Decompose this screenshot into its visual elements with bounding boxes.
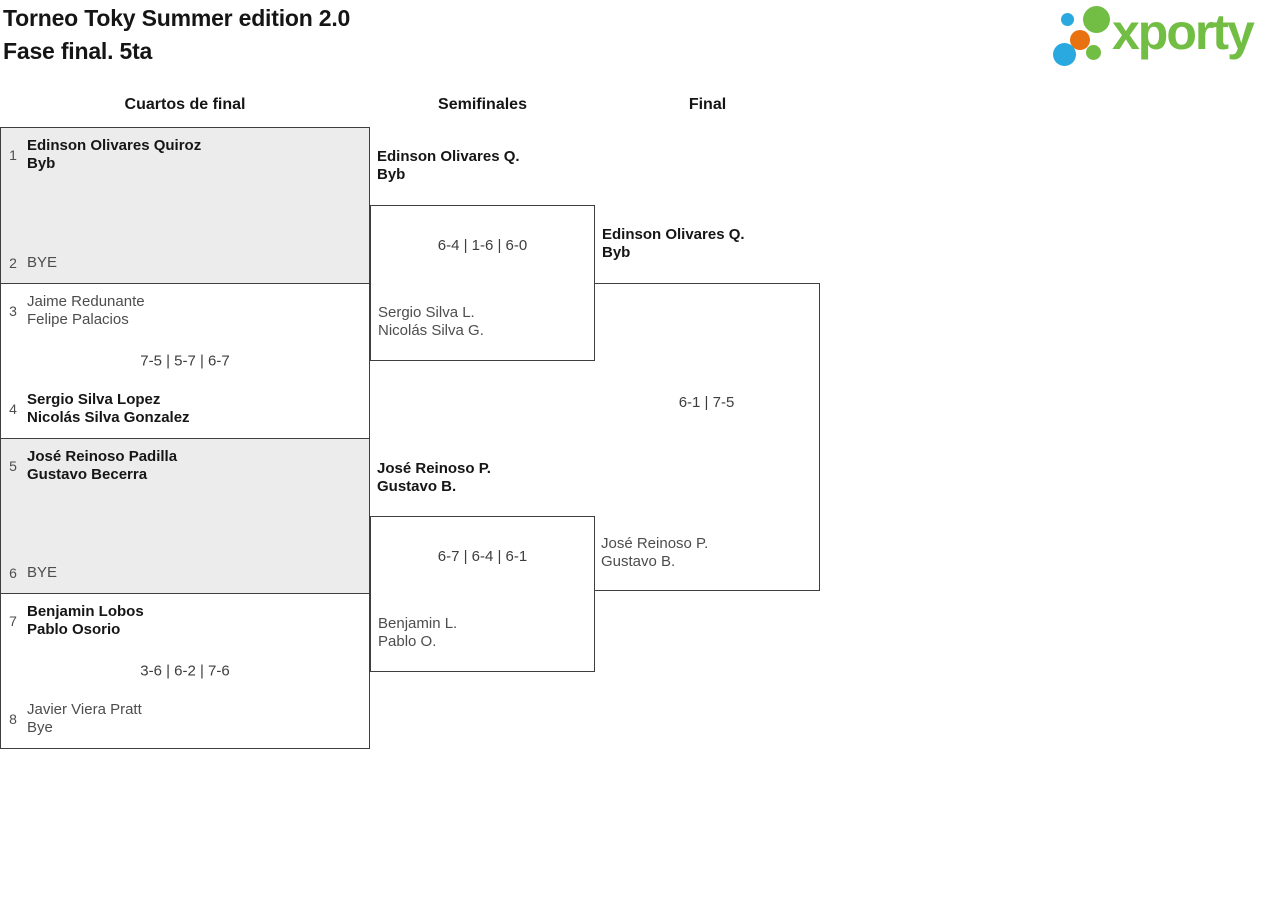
team-name: Edinson Olivares Q.: [377, 148, 520, 165]
sf-match-1: 6-4 | 1-6 | 6-0 Sergio Silva L. Nicolás …: [370, 205, 595, 361]
team-name: José Reinoso P.: [377, 460, 491, 477]
team-name: Jaime Redunante: [27, 293, 145, 310]
seed-number: 8: [9, 711, 17, 727]
team-name: Gustavo B.: [377, 478, 457, 495]
qf2-team-top: 3 Jaime Redunante Felipe Palacios: [6, 293, 145, 329]
tournament-title: Torneo Toky Summer edition 2.0: [3, 5, 351, 31]
qf-match-1: 1 Edinson Olivares Quiroz Byb 2 BYE: [1, 128, 369, 283]
match-score: 6-1 | 7-5: [678, 394, 735, 411]
page-title-block: Torneo Toky Summer edition 2.0 Fase fina…: [3, 2, 350, 68]
match-score: 6-4 | 1-6 | 6-0: [437, 237, 528, 254]
team-name: Byb: [602, 244, 631, 261]
quarterfinals-column: 1 Edinson Olivares Quiroz Byb 2 BYE 3 Ja…: [0, 127, 370, 749]
round-label-final: Final: [688, 96, 727, 113]
team-name: BYE: [27, 564, 58, 581]
team-name: Edinson Olivares Q.: [602, 226, 745, 243]
seed-number: 4: [9, 401, 17, 417]
round-label-semifinales: Semifinales: [438, 96, 527, 113]
team-name: Bye: [27, 719, 53, 736]
qf1-team-bottom: 2 BYE: [6, 254, 57, 272]
team-name: Edinson Olivares Quiroz: [27, 137, 202, 154]
final-team-top: Edinson Olivares Q. Byb: [602, 226, 745, 262]
sf1-team-bottom: Sergio Silva L. Nicolás Silva G.: [378, 304, 484, 340]
logo-dot-blue-large-icon: [1053, 43, 1076, 66]
team-name: Byb: [27, 155, 56, 172]
qf-match-4: 7 Benjamin Lobos Pablo Osorio 3-6 | 6-2 …: [1, 593, 369, 748]
qf4-team-bottom: 8 Javier Viera Pratt Bye: [6, 701, 142, 737]
match-score: 6-7 | 6-4 | 6-1: [437, 548, 528, 565]
sf1-team-top: Edinson Olivares Q. Byb: [377, 148, 520, 184]
qf-match-2: 3 Jaime Redunante Felipe Palacios 7-5 | …: [1, 283, 369, 438]
logo-dot-blue-small-icon: [1061, 13, 1074, 26]
logo-dot-green-large-icon: [1083, 6, 1110, 33]
final-team-bottom: José Reinoso P. Gustavo B.: [601, 535, 708, 571]
xporty-logo: xporty: [1048, 0, 1280, 72]
team-name: Nicolás Silva Gonzalez: [27, 409, 190, 426]
seed-number: 2: [9, 255, 17, 271]
team-name: Benjamin Lobos: [27, 603, 144, 620]
logo-dot-green-small-icon: [1086, 45, 1101, 60]
team-name: Benjamin L.: [378, 615, 458, 632]
team-name: Sergio Silva Lopez: [27, 391, 161, 408]
team-name: Gustavo B.: [601, 553, 676, 570]
team-name: José Reinoso P.: [601, 535, 709, 552]
match-score: 7-5 | 5-7 | 6-7: [140, 352, 230, 370]
qf1-team-top: 1 Edinson Olivares Quiroz Byb: [6, 137, 201, 173]
team-name: BYE: [27, 254, 58, 271]
team-name: José Reinoso Padilla: [27, 448, 178, 465]
qf4-team-top: 7 Benjamin Lobos Pablo Osorio: [6, 603, 144, 639]
match-score: 3-6 | 6-2 | 7-6: [140, 662, 230, 680]
team-name: Nicolás Silva G.: [378, 322, 484, 339]
tournament-phase: Fase final. 5ta: [3, 38, 153, 64]
logo-wordmark: xporty: [1112, 4, 1255, 60]
team-name: Pablo O.: [378, 633, 437, 650]
qf-match-3: 5 José Reinoso Padilla Gustavo Becerra 6…: [1, 438, 369, 593]
team-name: Gustavo Becerra: [27, 466, 148, 483]
seed-number: 6: [9, 565, 17, 581]
round-label-cuartos-de-final: Cuartos de final: [124, 96, 246, 113]
team-name: Pablo Osorio: [27, 621, 121, 638]
team-name: Felipe Palacios: [27, 311, 129, 328]
qf2-team-bottom: 4 Sergio Silva Lopez Nicolás Silva Gonza…: [6, 391, 190, 427]
qf3-team-top: 5 José Reinoso Padilla Gustavo Becerra: [6, 448, 177, 484]
team-name: Sergio Silva L.: [378, 304, 475, 321]
final-match: 6-1 | 7-5 José Reinoso P. Gustavo B.: [594, 283, 820, 591]
seed-number: 3: [9, 303, 17, 319]
qf3-team-bottom: 6 BYE: [6, 564, 57, 582]
sf2-team-top: José Reinoso P. Gustavo B.: [377, 460, 491, 496]
seed-number: 5: [9, 458, 17, 474]
logo-dot-orange-icon: [1070, 30, 1090, 50]
team-name: Byb: [377, 166, 406, 183]
sf-match-2: 6-7 | 6-4 | 6-1 Benjamin L. Pablo O.: [370, 516, 595, 672]
team-name: Javier Viera Pratt: [27, 701, 142, 718]
seed-number: 7: [9, 613, 17, 629]
seed-number: 1: [9, 147, 17, 163]
sf2-team-bottom: Benjamin L. Pablo O.: [378, 615, 457, 651]
